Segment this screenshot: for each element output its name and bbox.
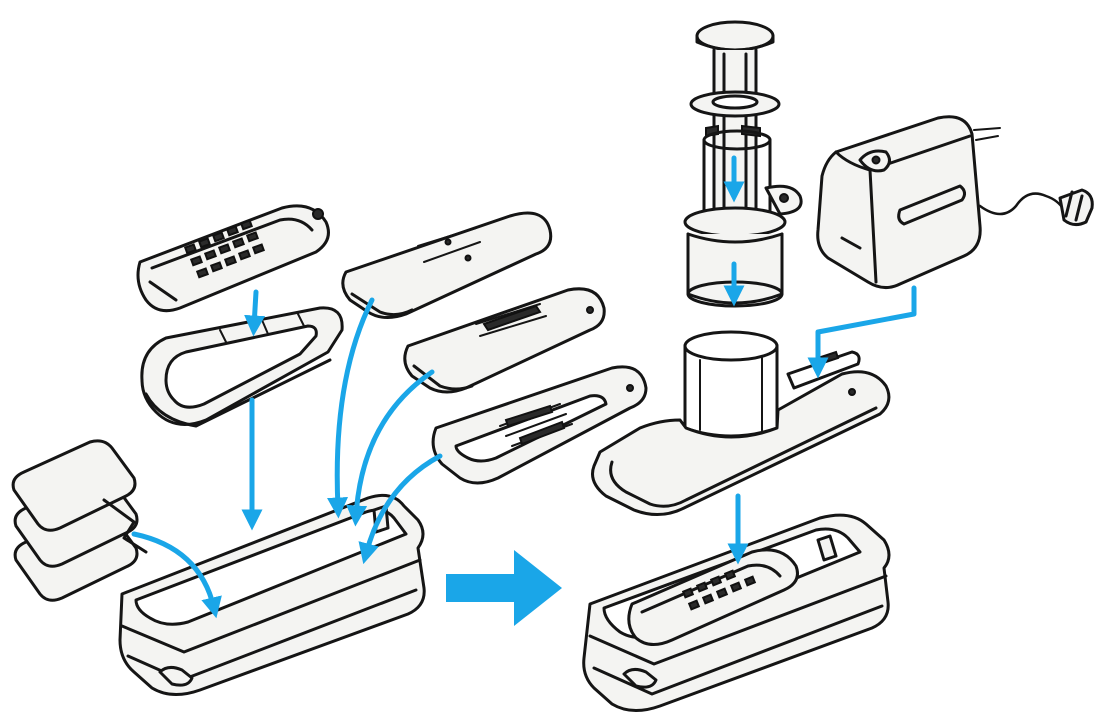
arrow-grid-to-frame — [244, 289, 266, 337]
grid-holes — [183, 219, 266, 279]
motor-unit — [816, 115, 1001, 289]
lid-base — [591, 350, 891, 516]
flat-cover-plate — [341, 211, 553, 319]
grid-blade-insert — [136, 204, 330, 313]
arrow-grater-to-tray — [358, 453, 443, 565]
slicer-blade-insert — [403, 287, 606, 394]
arrow-slicer-to-tray — [346, 369, 435, 527]
container-cup — [683, 330, 779, 438]
spacer-plates — [11, 439, 148, 602]
blade-holder-frame — [140, 306, 344, 428]
arrow-motor-to-lid — [807, 285, 917, 379]
arrow-spacers-to-tray — [131, 531, 222, 619]
power-cord — [978, 188, 1094, 227]
flow-arrows — [131, 155, 917, 626]
assembled-unit — [582, 513, 891, 712]
arrow-cover-to-tray — [327, 297, 375, 519]
arrow-big-assemble — [446, 550, 562, 626]
assembled-grid-holes — [681, 569, 757, 611]
feed-chute — [683, 129, 803, 308]
